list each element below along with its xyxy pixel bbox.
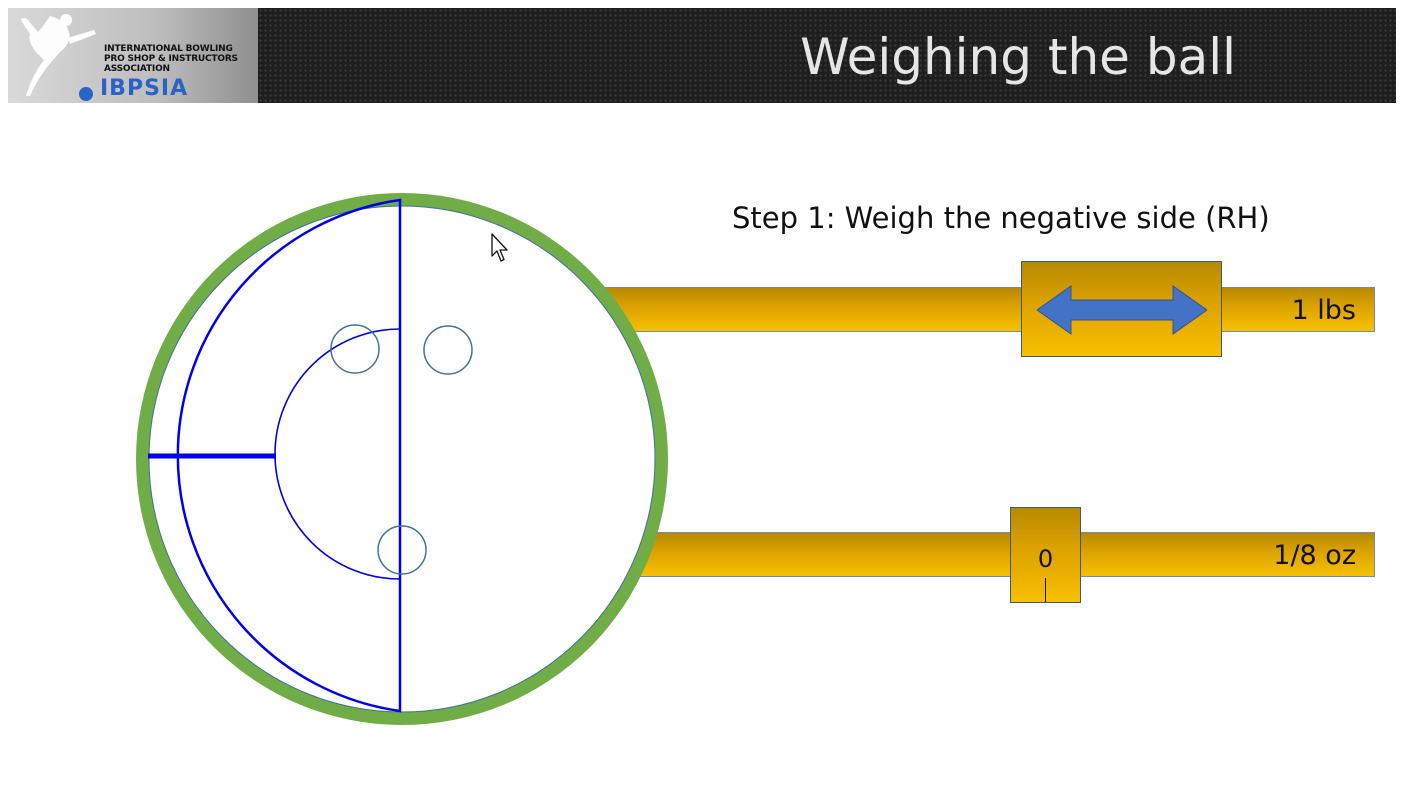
bowling-ball-diagram [136, 193, 668, 725]
cursor-icon [491, 233, 508, 262]
logo-text-line-1: INTERNATIONAL BOWLING [104, 44, 233, 54]
page-title: Weighing the ball [800, 28, 1236, 86]
double-arrow-icon [1037, 285, 1207, 335]
lbs-slider-weight[interactable] [1021, 261, 1222, 357]
finger-hole-right [423, 325, 473, 375]
lbs-scale-beam: 1 lbs [580, 287, 1375, 332]
oz-scale-beam: 1/8 oz [610, 532, 1375, 577]
oz-slider-tick [1045, 578, 1046, 602]
negative-side-outline [176, 198, 402, 713]
oz-slider-value: 0 [1037, 545, 1054, 573]
oz-unit-label: 1/8 oz [1273, 540, 1356, 571]
bowler-logo-icon [21, 14, 96, 101]
ibpsia-logo: INTERNATIONAL BOWLING PRO SHOP & INSTRUC… [8, 8, 258, 103]
logo-text-line-2: PRO SHOP & INSTRUCTORS [104, 54, 238, 64]
finger-hole-left [330, 324, 380, 374]
logo-brand-text: IBPSIA [100, 76, 189, 101]
thumb-hole [377, 525, 427, 575]
logo-text-line-3: ASSOCIATION [104, 64, 170, 74]
lbs-unit-label: 1 lbs [1291, 295, 1356, 326]
oz-slider-weight[interactable]: 0 [1010, 507, 1081, 603]
step-label: Step 1: Weigh the negative side (RH) [732, 201, 1270, 235]
ball-face [148, 205, 656, 713]
